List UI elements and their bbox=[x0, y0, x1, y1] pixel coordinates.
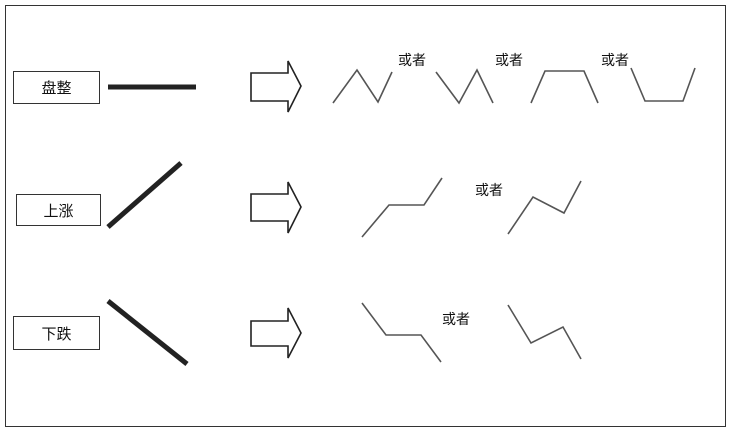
pullback-down-pattern bbox=[507, 304, 582, 360]
row-label-downtrend: 下跌 bbox=[13, 316, 100, 350]
right-arrow-icon bbox=[250, 60, 302, 113]
or-label: 或者 bbox=[475, 183, 503, 199]
or-label: 或者 bbox=[442, 312, 470, 328]
row-label-uptrend: 上涨 bbox=[16, 194, 101, 226]
or-label: 或者 bbox=[601, 53, 629, 69]
diagram-frame bbox=[5, 5, 726, 427]
or-label: 或者 bbox=[495, 53, 523, 69]
step-up-pattern bbox=[361, 177, 443, 238]
rising-trend-line bbox=[106, 161, 183, 229]
step-down-pattern bbox=[361, 302, 442, 363]
or-label: 或者 bbox=[398, 53, 426, 69]
right-arrow-icon bbox=[250, 307, 302, 359]
falling-trend-line bbox=[106, 299, 189, 366]
plateau-pattern bbox=[530, 70, 599, 104]
row-label-consolidation: 盘整 bbox=[13, 71, 100, 104]
right-arrow-icon bbox=[250, 181, 302, 234]
pullback-up-pattern bbox=[507, 180, 582, 235]
zigzag-pattern bbox=[332, 68, 393, 104]
trough-pattern bbox=[630, 67, 696, 102]
zigzag-pattern bbox=[435, 68, 494, 105]
